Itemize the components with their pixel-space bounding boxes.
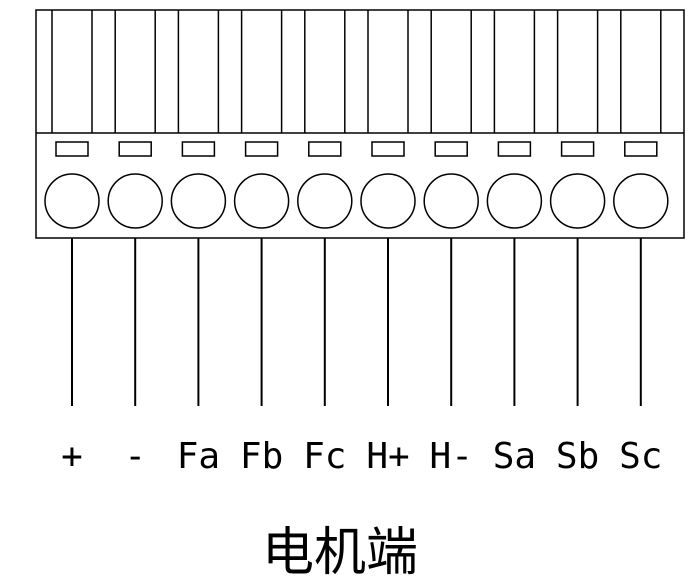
pin-label: H-: [430, 436, 473, 477]
screw-terminal-circle: [486, 173, 543, 229]
connector-body: [35, 9, 685, 239]
pin-label: Fa: [177, 436, 220, 477]
screw-terminal-circle: [170, 173, 227, 229]
screw-terminal-circle: [233, 173, 290, 229]
pin-label: Sc: [619, 436, 662, 477]
screw-terminal-circle: [613, 173, 669, 229]
pin-window: [118, 141, 152, 157]
terminal-block: [35, 9, 685, 239]
pin-label: Sa: [493, 436, 536, 477]
pin-window: [434, 141, 468, 157]
pin-label: Fc: [303, 436, 346, 477]
terminal-leads: [71, 238, 642, 406]
pin-label: Fb: [240, 436, 283, 477]
screw-terminal-circle: [423, 173, 479, 229]
pin-window: [497, 141, 532, 157]
pin-window: [308, 141, 342, 157]
pin-window: [55, 141, 89, 157]
screw-terminal-circle: [44, 173, 100, 229]
pin-label: -: [124, 436, 146, 477]
pin-window: [371, 141, 405, 157]
pin-labels: +-Fa Fb Fc H+ H- Sa Sb Sc: [61, 436, 662, 477]
pin-label: Sb: [556, 436, 599, 477]
pin-window: [181, 141, 216, 157]
pin-window: [560, 141, 595, 157]
screw-terminal-circle: [549, 173, 606, 229]
pin-window: [244, 141, 279, 157]
screw-terminal-circle: [360, 173, 416, 229]
pin-label: H+: [366, 436, 409, 477]
screw-terminal-circle: [297, 173, 353, 229]
pin-label: +: [61, 436, 83, 477]
diagram-caption: 电机端: [262, 523, 418, 583]
pin-window: [624, 141, 658, 157]
screw-terminal-circle: [107, 173, 163, 229]
